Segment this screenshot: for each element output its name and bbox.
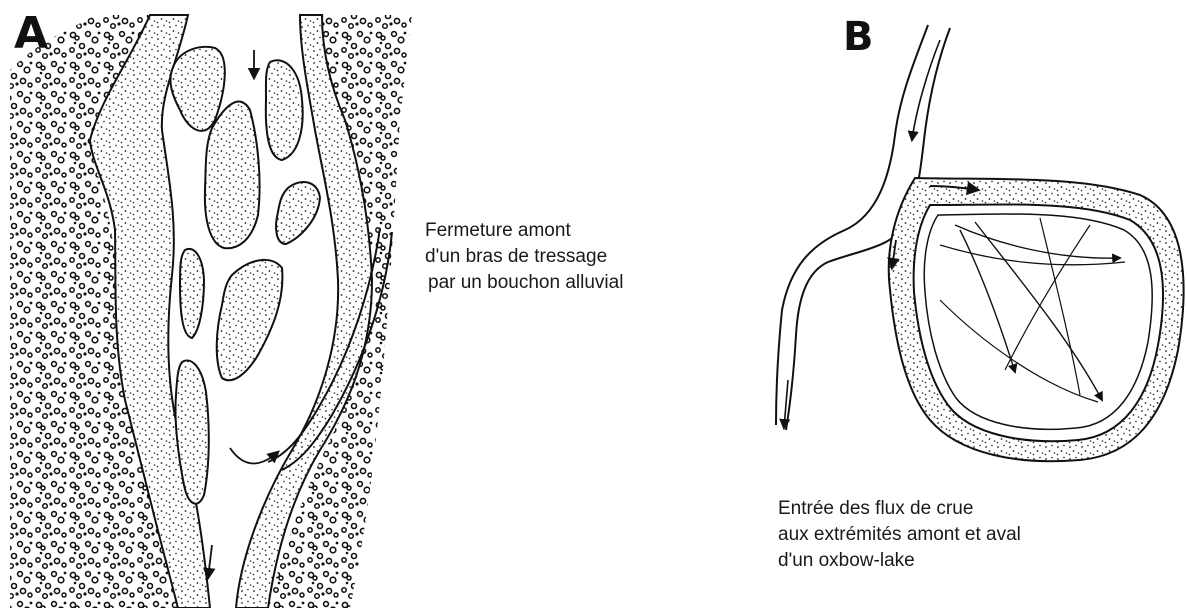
panel-a-caption-line: Fermeture amont xyxy=(425,218,623,244)
panel-a-caption-line: par un bouchon alluvial xyxy=(425,270,623,296)
sand-bar xyxy=(170,47,224,131)
panel-b-caption: Entrée des flux de crue aux extrémités a… xyxy=(778,496,1021,574)
sand-bar xyxy=(276,182,320,244)
panel-b-caption-line: aux extrémités amont et aval xyxy=(778,522,1021,548)
panel-a-caption-line: d'un bras de tressage xyxy=(425,244,623,270)
panel-a-label: A xyxy=(14,8,48,59)
panel-b-caption-line: Entrée des flux de crue xyxy=(778,496,1021,522)
panel-b-caption-line: d'un oxbow-lake xyxy=(778,548,1021,574)
oxbow-lake-water xyxy=(914,204,1163,441)
sand-bar xyxy=(217,260,283,380)
sand-bar xyxy=(266,60,303,160)
panel-b-diagram xyxy=(776,25,1184,461)
panel-a-caption: Fermeture amont d'un bras de tressage pa… xyxy=(425,218,623,296)
sand-bar xyxy=(180,249,204,338)
panel-a-diagram xyxy=(10,15,412,608)
flow-arrow xyxy=(208,545,212,578)
panel-b-label: B xyxy=(843,14,874,60)
